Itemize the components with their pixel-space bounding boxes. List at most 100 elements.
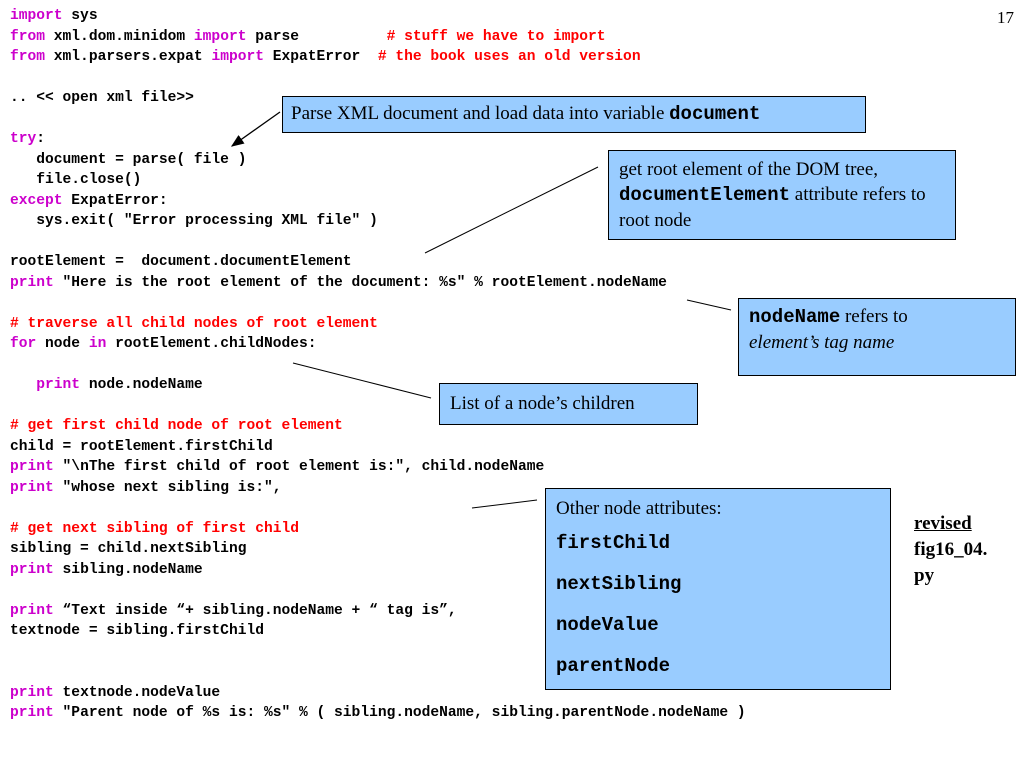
code-text: xml.dom.minidom xyxy=(45,28,194,45)
code-text: textnode = sibling.firstChild xyxy=(10,623,264,639)
code-comment: # the book uses an old version xyxy=(377,49,641,65)
code-text: "\nThe first child of root element is:",… xyxy=(53,459,545,475)
code-text: : xyxy=(36,131,46,147)
code-line: print "\nThe first child of root element… xyxy=(10,457,746,478)
callout-nodename-italic: element’s tag name xyxy=(749,332,895,353)
file-label: revised fig16_04. py xyxy=(914,511,987,589)
code-line: print node.nodeName xyxy=(10,375,746,396)
code-text: sys xyxy=(62,8,98,24)
callout-root-code: documentElement xyxy=(619,184,791,206)
code-line: # get first child node of root element xyxy=(10,416,746,437)
code-text: node xyxy=(36,336,89,352)
code-text: "Parent node of %s is: %s" % ( sibling.n… xyxy=(53,705,746,721)
code-line: textnode = sibling.firstChild xyxy=(10,621,746,642)
callout-nodename: nodeName refers to element’s tag name xyxy=(738,298,1016,376)
code-keyword: import xyxy=(211,49,264,65)
code-comment: # stuff we have to import xyxy=(386,28,606,45)
attr-item: nodeValue xyxy=(556,614,659,636)
code-keyword: from xyxy=(10,28,46,45)
code-line: sys.exit( "Error processing XML file" ) xyxy=(10,211,746,232)
callout-root-line1: get root element of the DOM tree, xyxy=(619,159,879,180)
code-keyword: print xyxy=(10,459,54,475)
code-keyword: for xyxy=(10,336,37,352)
root-connector xyxy=(424,166,599,254)
code-keyword: print xyxy=(10,602,54,619)
callout-attrs-title: Other node attributes: xyxy=(556,498,722,519)
code-line: # get next sibling of first child xyxy=(10,519,746,540)
code-line: child = rootElement.firstChild xyxy=(10,437,746,458)
children-connector xyxy=(292,362,432,399)
code-line: print "Parent node of %s is: %s" % ( sib… xyxy=(10,703,746,724)
code-text: textnode.nodeValue xyxy=(53,684,221,701)
code-text: file.close() xyxy=(10,172,142,188)
code-text: rootElement = document.documentElement xyxy=(10,254,352,270)
code-line: print textnode.nodeValue xyxy=(10,683,746,704)
code-line: .. << open xml file>> xyxy=(10,88,746,109)
code-keyword: print xyxy=(10,684,54,701)
code-comment: # get next sibling of first child xyxy=(10,520,300,537)
code-line: print sibling.nodeName xyxy=(10,560,746,581)
code-text: child = rootElement.firstChild xyxy=(10,438,273,455)
code-text: “Text inside “+ sibling.nodeName + “ tag… xyxy=(53,602,457,619)
code-text: rootElement.childNodes: xyxy=(106,336,317,352)
callout-parse: Parse XML document and load data into va… xyxy=(282,96,866,133)
code-keyword: print xyxy=(36,377,81,393)
code-comment: # traverse all child nodes of root eleme… xyxy=(10,315,378,332)
code-line: print “Text inside “+ sibling.nodeName +… xyxy=(10,601,746,622)
code-keyword: try xyxy=(10,131,37,147)
code-text: ExpatError xyxy=(263,49,378,65)
code-keyword: print xyxy=(10,479,54,496)
code-keyword: import xyxy=(193,28,247,45)
code-text: "whose next sibling is:", xyxy=(53,479,282,496)
code-keyword: print xyxy=(10,274,54,291)
callout-children-text: List of a node’s children xyxy=(450,393,635,414)
code-keyword: print xyxy=(10,705,54,721)
code-line: from xml.dom.minidom import parse # stuf… xyxy=(10,27,746,48)
callout-parse-code: document xyxy=(669,103,761,125)
callout-root: get root element of the DOM tree, docume… xyxy=(608,150,956,240)
code-text: "Here is the root element of the documen… xyxy=(53,274,667,291)
file-label-name: fig16_04. xyxy=(914,539,988,560)
code-line: print "Here is the root element of the d… xyxy=(10,273,746,294)
code-line: for node in rootElement.childNodes: xyxy=(10,334,746,355)
code-line: file.close() xyxy=(10,170,746,191)
callout-attrs: Other node attributes: firstChild nextSi… xyxy=(545,488,891,690)
attr-item: nextSibling xyxy=(556,573,682,595)
code-text: parse xyxy=(246,28,387,45)
code-text: ExpatError: xyxy=(62,192,168,209)
callout-parse-text: Parse XML document and load data into va… xyxy=(291,103,670,124)
code-keyword: import xyxy=(10,8,63,24)
parse-arrow xyxy=(230,111,281,147)
attr-item: firstChild xyxy=(556,532,671,554)
callout-children: List of a node’s children xyxy=(439,383,698,425)
code-text: node.nodeName xyxy=(80,377,203,393)
callout-root-rest: attribute refers to root node xyxy=(619,184,926,231)
code-text: sibling.nodeName xyxy=(53,561,203,578)
code-line: except ExpatError: xyxy=(10,191,746,212)
code-line: print "whose next sibling is:", xyxy=(10,478,746,499)
attr-item: parentNode xyxy=(556,655,671,677)
code-keyword: except xyxy=(10,192,63,209)
code-line: document = parse( file ) xyxy=(10,150,746,171)
file-label-revised: revised xyxy=(914,513,972,534)
code-keyword: from xyxy=(10,49,46,65)
file-label-ext: py xyxy=(914,565,935,586)
attrs-connector xyxy=(471,499,538,509)
code-line: rootElement = document.documentElement xyxy=(10,252,746,273)
callout-nodename-rest: refers to xyxy=(840,306,908,327)
nodename-connector xyxy=(686,299,732,311)
code-keyword: in xyxy=(88,336,107,352)
code-line: sibling = child.nextSibling xyxy=(10,539,746,560)
code-line: # traverse all child nodes of root eleme… xyxy=(10,314,746,335)
code-line: from xml.parsers.expat import ExpatError… xyxy=(10,47,746,68)
callout-nodename-code: nodeName xyxy=(749,306,841,328)
code-text: sys.exit( "Error processing XML file" ) xyxy=(10,213,378,229)
code-text: sibling = child.nextSibling xyxy=(10,541,247,557)
code-keyword: print xyxy=(10,561,54,578)
code-comment: # get first child node of root element xyxy=(10,418,343,434)
page-number: 17 xyxy=(997,8,1014,27)
code-text: .. << open xml file>> xyxy=(10,90,194,106)
code-text: xml.parsers.expat xyxy=(45,49,212,65)
